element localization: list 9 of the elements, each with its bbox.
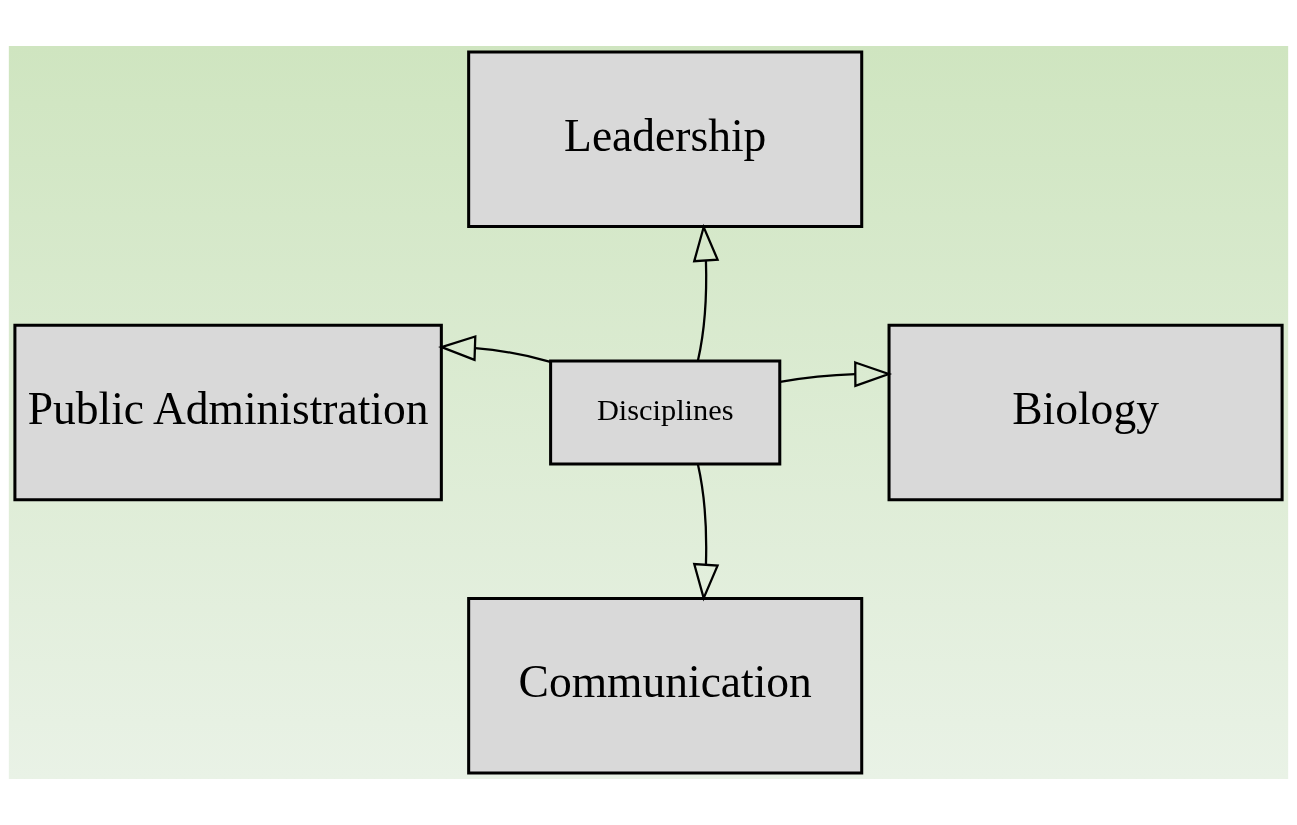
node-box: Biology	[887, 323, 1284, 502]
node-box: Public Administration	[13, 323, 443, 502]
arrow	[438, 334, 551, 363]
arrow	[779, 360, 893, 388]
node-box: Communication	[467, 596, 864, 775]
node-box: Leadership	[467, 50, 864, 229]
arrow	[692, 463, 720, 602]
arrow	[692, 223, 720, 361]
node-box: Disciplines	[549, 359, 782, 466]
